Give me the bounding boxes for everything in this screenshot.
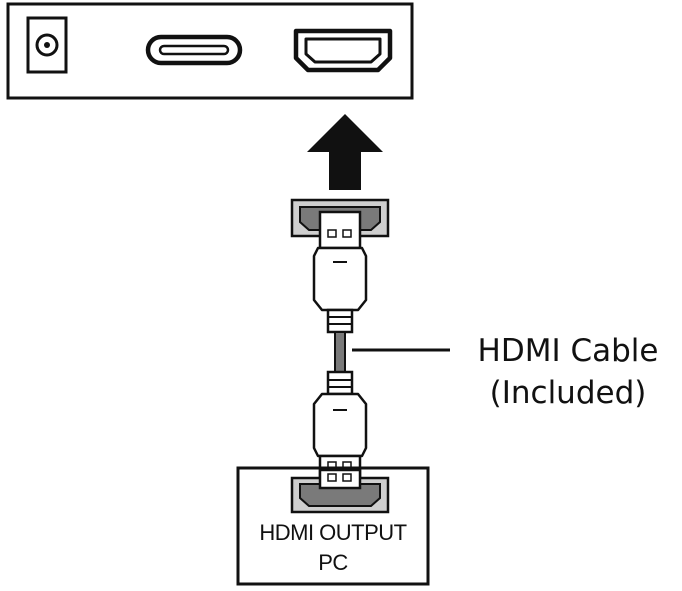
hdmi-plug-upper — [290, 198, 390, 334]
pc-label-line1: HDMI OUTPUT — [259, 520, 406, 545]
hdmi-cable — [334, 331, 346, 373]
dc-power-port — [26, 16, 68, 74]
cable-label-line2: (Included) — [490, 375, 647, 411]
arrow-up-icon — [307, 114, 383, 190]
usb-c-port — [145, 34, 243, 66]
pc-label-line2: PC — [318, 550, 348, 575]
hdmi-port — [293, 28, 393, 73]
pc-output-box — [236, 466, 430, 586]
cable-label-line1: HDMI Cable — [478, 333, 659, 369]
pc-hdmi-port — [290, 468, 390, 514]
